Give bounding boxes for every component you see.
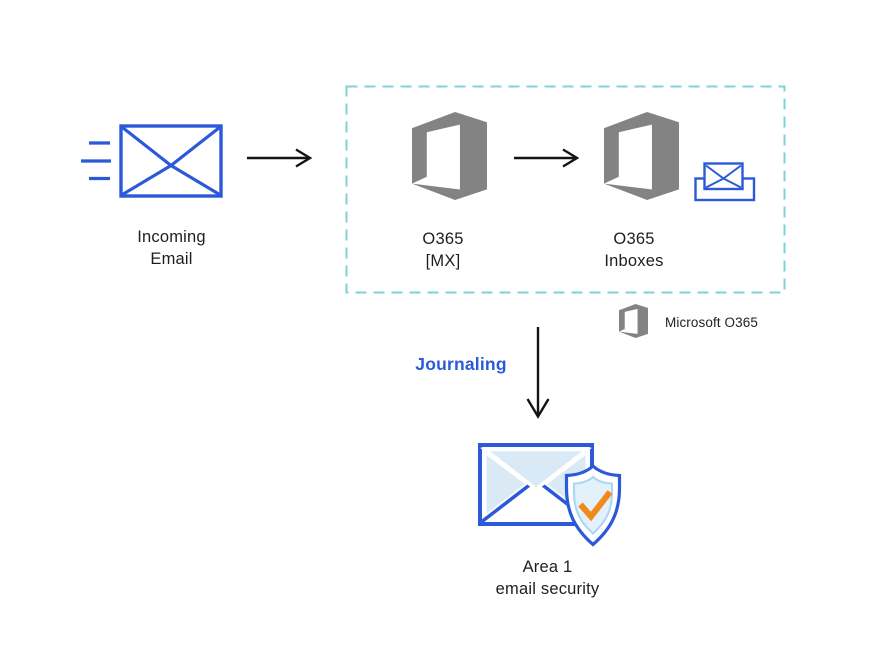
office365-inboxes-icon (604, 112, 679, 200)
o365-inboxes-label: O365 Inboxes (576, 228, 692, 272)
o365-mx-label: O365 [MX] (385, 228, 501, 272)
arrow-right-icon (247, 148, 313, 168)
o365-mx-label-line1: O365 (422, 230, 464, 248)
arrow-right-icon (514, 148, 580, 168)
area1-label-line1: Area 1 (522, 558, 573, 576)
area1-label: Area 1 email security (465, 556, 630, 600)
office365-legend-icon (619, 304, 648, 338)
checkmark-icon (578, 490, 613, 522)
o365-mx-label-line2: [MX] (425, 252, 461, 270)
legend-label: Microsoft O365 (665, 315, 758, 330)
incoming-email-label-line1: Incoming (137, 228, 206, 246)
shield-check-icon (564, 463, 622, 547)
incoming-email-label-line2: Email (150, 250, 193, 268)
office365-mx-icon (412, 112, 487, 200)
speed-lines-icon (81, 141, 111, 181)
o365-inboxes-label-line2: Inboxes (604, 252, 664, 270)
area1-security-icon (478, 443, 622, 547)
o365-inboxes-label-line1: O365 (613, 230, 655, 248)
o365-boundary-box (345, 85, 786, 294)
incoming-email-label: Incoming Email (94, 226, 249, 270)
area1-label-line2: email security (495, 580, 600, 598)
incoming-email-envelope-icon (119, 124, 223, 198)
inbox-tray-icon (694, 162, 756, 202)
journaling-label: Journaling (415, 354, 507, 374)
arrow-down-icon (526, 327, 550, 419)
